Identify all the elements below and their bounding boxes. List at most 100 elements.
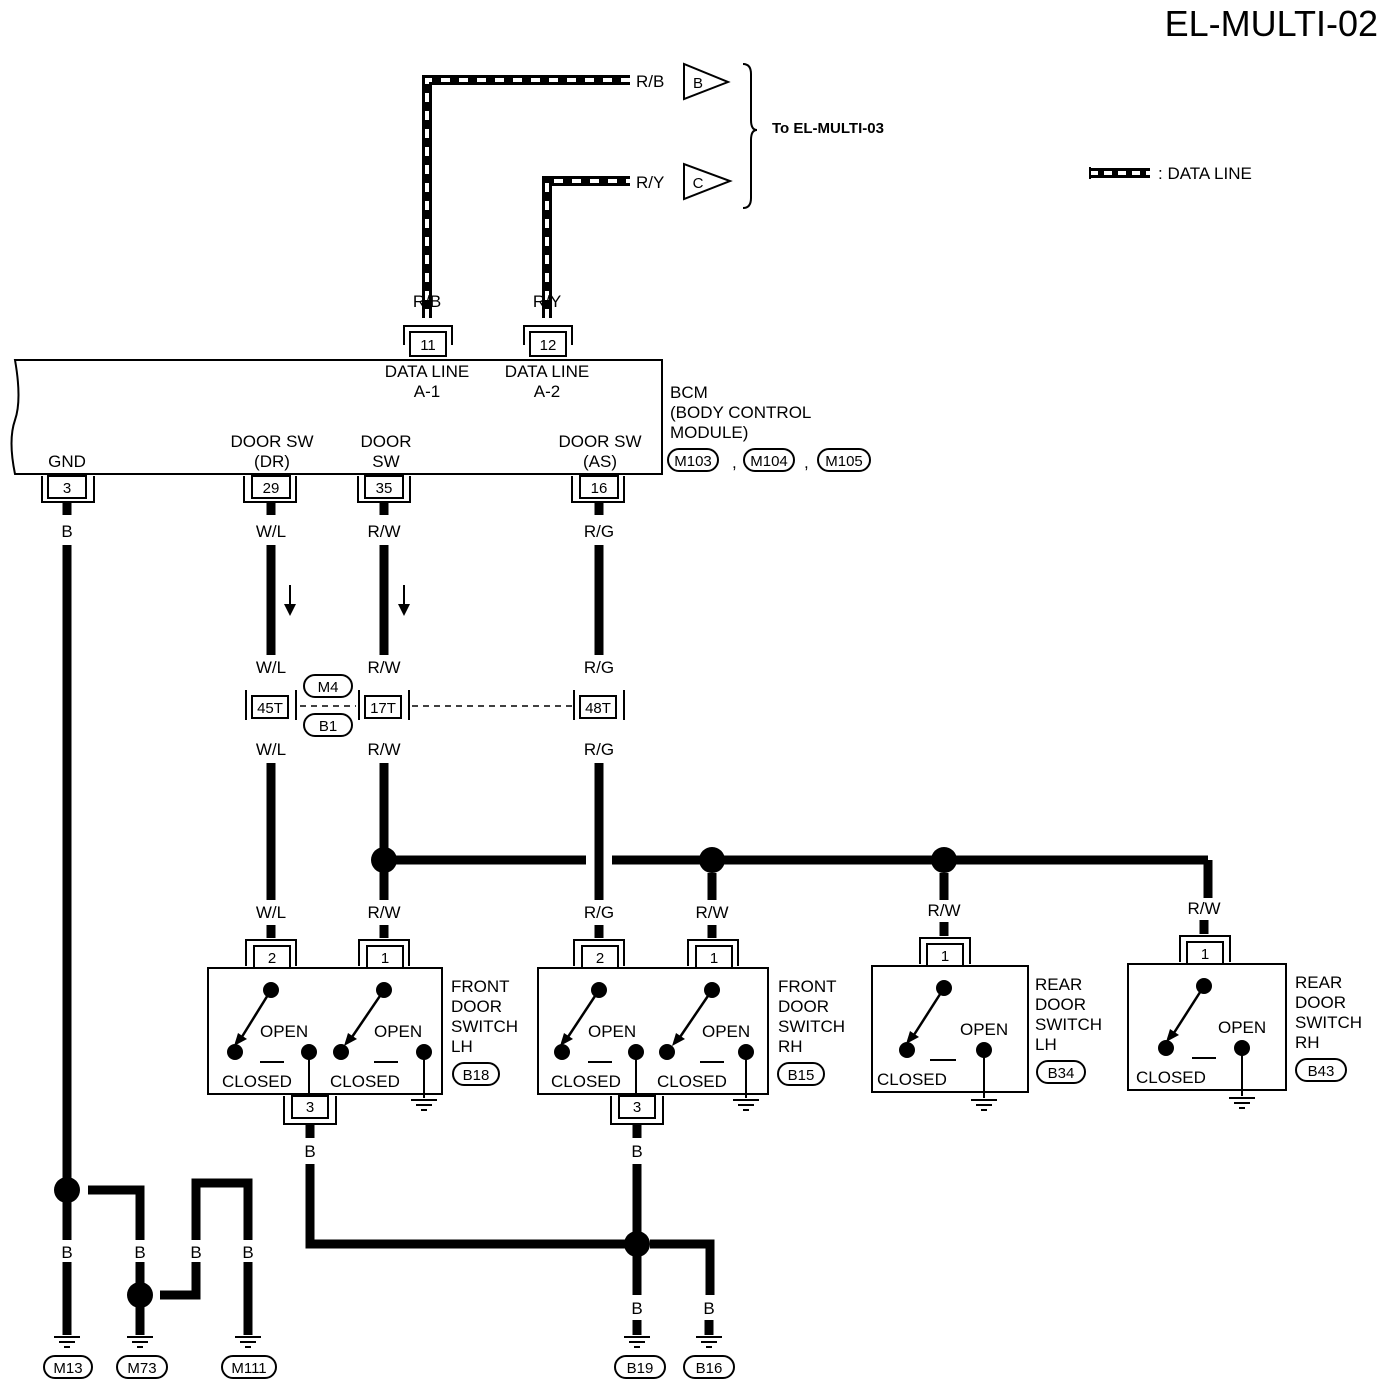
svg-text:M105: M105 (825, 453, 863, 470)
wire-label-b-flh: B (304, 1142, 315, 1161)
rear-door-switch-lh: 1 OPEN CLOSED REAR DOOR SWITCH LH B34 (871, 937, 1102, 1111)
svg-text:17T: 17T (370, 700, 396, 717)
switch-name-4: LH (451, 1037, 473, 1056)
wire-label-rg-4: R/G (584, 903, 614, 922)
switch-name-1: REAR (1035, 975, 1082, 994)
state-closed: CLOSED (330, 1072, 400, 1091)
wire-label-rw-rrh: R/W (1187, 899, 1220, 918)
switch-name-2: DOOR (1035, 995, 1086, 1014)
svg-text:48T: 48T (585, 700, 611, 717)
arrow-down-icon (398, 585, 410, 616)
wire-label-ry-bottom: R/Y (533, 292, 561, 311)
switch-name-1: REAR (1295, 973, 1342, 992)
state-closed: CLOSED (551, 1072, 621, 1091)
switch-name-3: SWITCH (1035, 1015, 1102, 1034)
state-closed: CLOSED (877, 1070, 947, 1089)
pin-3: 3 (306, 1099, 314, 1116)
wire-label-wl-4: W/L (256, 903, 286, 922)
wire-label-b: B (242, 1243, 253, 1262)
ground-label: M111 (231, 1360, 266, 1377)
svg-text:29: 29 (263, 480, 280, 497)
terminal-door-sw-dr-name2: (DR) (254, 452, 290, 471)
ground-label: M73 (127, 1360, 156, 1377)
state-closed: CLOSED (657, 1072, 727, 1091)
connector-c-label: C (693, 175, 704, 192)
wire-label-wl-2: W/L (256, 658, 286, 677)
ground-label: B19 (627, 1360, 654, 1377)
bcm-terminal-35: 35 (357, 475, 411, 503)
wire-wl: W/L W/L W/L W/L (256, 502, 286, 938)
wire-label-rg-1: R/G (584, 522, 614, 541)
terminal-gnd-name: GND (48, 452, 86, 471)
wire-label-rw-3: R/W (367, 740, 400, 759)
switch-name-2: DOOR (451, 997, 502, 1016)
svg-text:M4: M4 (318, 679, 339, 696)
wire-label-b: B (631, 1299, 642, 1318)
pin-1: 1 (941, 948, 949, 965)
svg-text:11: 11 (420, 337, 436, 354)
wire-gnd: B (61, 502, 73, 1335)
junction-connector-48t: 48T (573, 690, 625, 720)
svg-text:12: 12 (540, 337, 557, 354)
bcm-terminal-16: 16 (571, 475, 625, 503)
bcm-separator-2: , (804, 453, 809, 472)
state-open: OPEN (1218, 1018, 1266, 1037)
wire-label-rw-rlh: R/W (927, 901, 960, 920)
ground-b19: B B19 (614, 1299, 666, 1379)
junction-connector-b1: B1 (303, 713, 353, 737)
wire-ground-front-lh: B (304, 1124, 626, 1249)
wire-label-rw-frh: R/W (695, 903, 728, 922)
data-line-rb: R/B R/B B (413, 62, 731, 318)
rear-door-switch-rh: 1 OPEN CLOSED REAR DOOR SWITCH RH B43 (1127, 935, 1362, 1109)
data-line-ry: R/Y R/Y C (533, 162, 733, 318)
front-door-switch-lh: 2 1 OPEN CLOSED OPEN CLOSED 3 FRONT DOOR… (207, 939, 518, 1125)
wire-label-wl-1: W/L (256, 522, 286, 541)
bcm-module: 11 12 DATA LINE A-1 DATA LINE A-2 GND DO… (10, 325, 663, 503)
bcm-connector-m105: M105 (817, 448, 871, 472)
rw-bus: R/W R/W R/W (371, 847, 1221, 938)
switch-name-2: DOOR (778, 997, 829, 1016)
wire-label-rg-3: R/G (584, 740, 614, 759)
bcm-terminal-11: 11 (403, 325, 453, 357)
wire-label-rg-2: R/G (584, 658, 614, 677)
bcm-terminal-29: 29 (243, 475, 297, 503)
page-title: EL-MULTI-02 (1165, 3, 1378, 44)
brace (742, 63, 758, 209)
switch-name-4: LH (1035, 1035, 1057, 1054)
wire-label-gnd: B (61, 522, 72, 541)
svg-text:35: 35 (376, 480, 393, 497)
ground-label: B16 (696, 1360, 723, 1377)
wire-ground-left: B (54, 1177, 253, 1335)
ground-b16: B B16 (683, 1299, 735, 1379)
switch-name-4: RH (1295, 1033, 1320, 1052)
wire-label-b: B (703, 1299, 714, 1318)
wire-rg: R/G R/G R/G R/G (584, 502, 614, 938)
wire-label-wl-3: W/L (256, 740, 286, 759)
bcm-name-1: BCM (670, 383, 708, 402)
ground-m13: B M13 (43, 1243, 93, 1379)
wire-label-b-m73-m111: B (190, 1243, 201, 1262)
wire-label-rb-bottom: R/B (413, 292, 441, 311)
switch-name-2: DOOR (1295, 993, 1346, 1012)
terminal-door-sw-name: DOOR (361, 432, 412, 451)
terminal-door-sw-dr-name: DOOR SW (230, 432, 313, 451)
bcm-name-2: (BODY CONTROL (670, 403, 811, 422)
state-closed: CLOSED (222, 1072, 292, 1091)
svg-text:M103: M103 (674, 453, 712, 470)
legend-label: : DATA LINE (1158, 164, 1252, 183)
svg-text:B1: B1 (319, 718, 337, 735)
data-line-a2-label: DATA LINE (505, 362, 589, 381)
ground-label: M13 (53, 1360, 82, 1377)
pin-1: 1 (381, 950, 389, 967)
ground-m73: B M73 (116, 1243, 168, 1379)
terminal-door-sw-as-name: DOOR SW (558, 432, 641, 451)
state-open: OPEN (374, 1022, 422, 1041)
wire-label-b: B (61, 1243, 72, 1262)
switch-connector: B18 (463, 1067, 490, 1084)
pin-1: 1 (1201, 946, 1209, 963)
wire-label-ry-top: R/Y (636, 173, 664, 192)
switch-name-3: SWITCH (778, 1017, 845, 1036)
switch-name-1: FRONT (778, 977, 837, 996)
junction-connector-m4: M4 (303, 674, 353, 698)
